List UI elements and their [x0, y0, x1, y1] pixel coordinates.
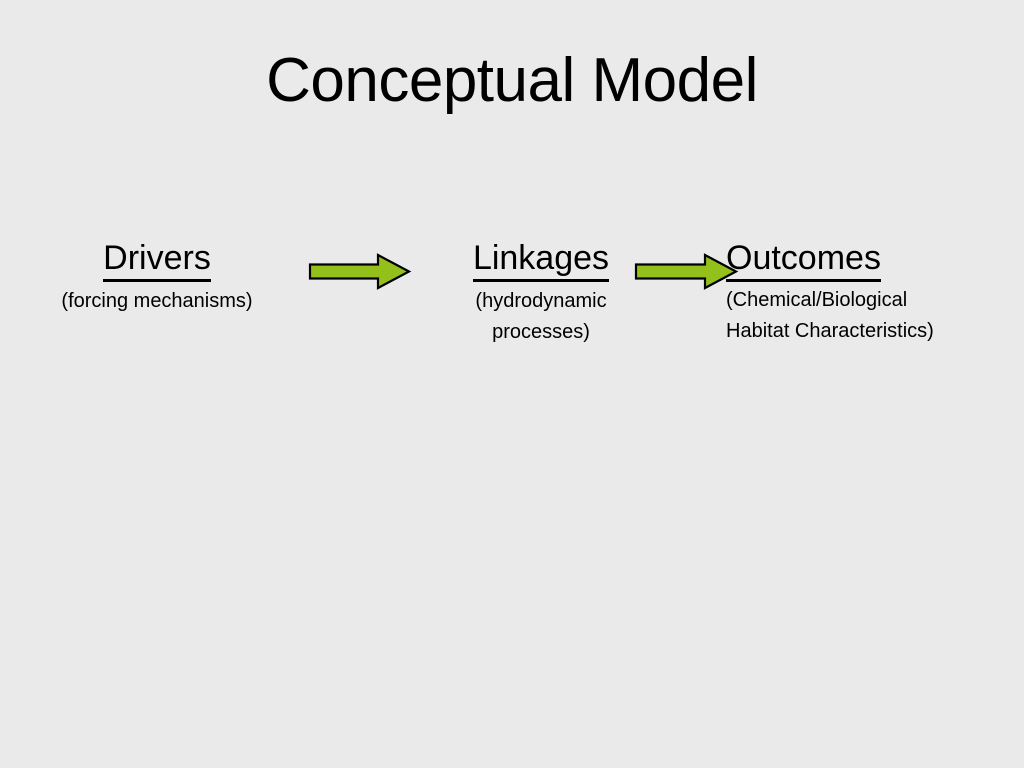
node-subtitle-linkages: (hydrodynamic processes)	[475, 290, 607, 343]
diagram-node-linkages: Linkages (hydrodynamic processes)	[421, 238, 661, 348]
diagram-node-outcomes: Outcomes (Chemical/Biological Habitat Ch…	[726, 238, 1012, 347]
node-heading-drivers: Drivers	[103, 238, 211, 282]
diagram-node-drivers: Drivers (forcing mechanisms)	[7, 238, 307, 314]
arrow-right-icon-linkages-to-outcomes	[634, 253, 739, 290]
page-title: Conceptual Model	[266, 46, 758, 115]
node-subtitle-drivers: (forcing mechanisms)	[61, 290, 253, 312]
node-heading-linkages: Linkages	[472, 238, 610, 282]
node-heading-outcomes: Outcomes	[726, 238, 881, 282]
arrow-right-icon-drivers-to-linkages	[308, 253, 412, 290]
node-subtitle-outcomes: (Chemical/Biological Habitat Characteris…	[726, 289, 934, 342]
